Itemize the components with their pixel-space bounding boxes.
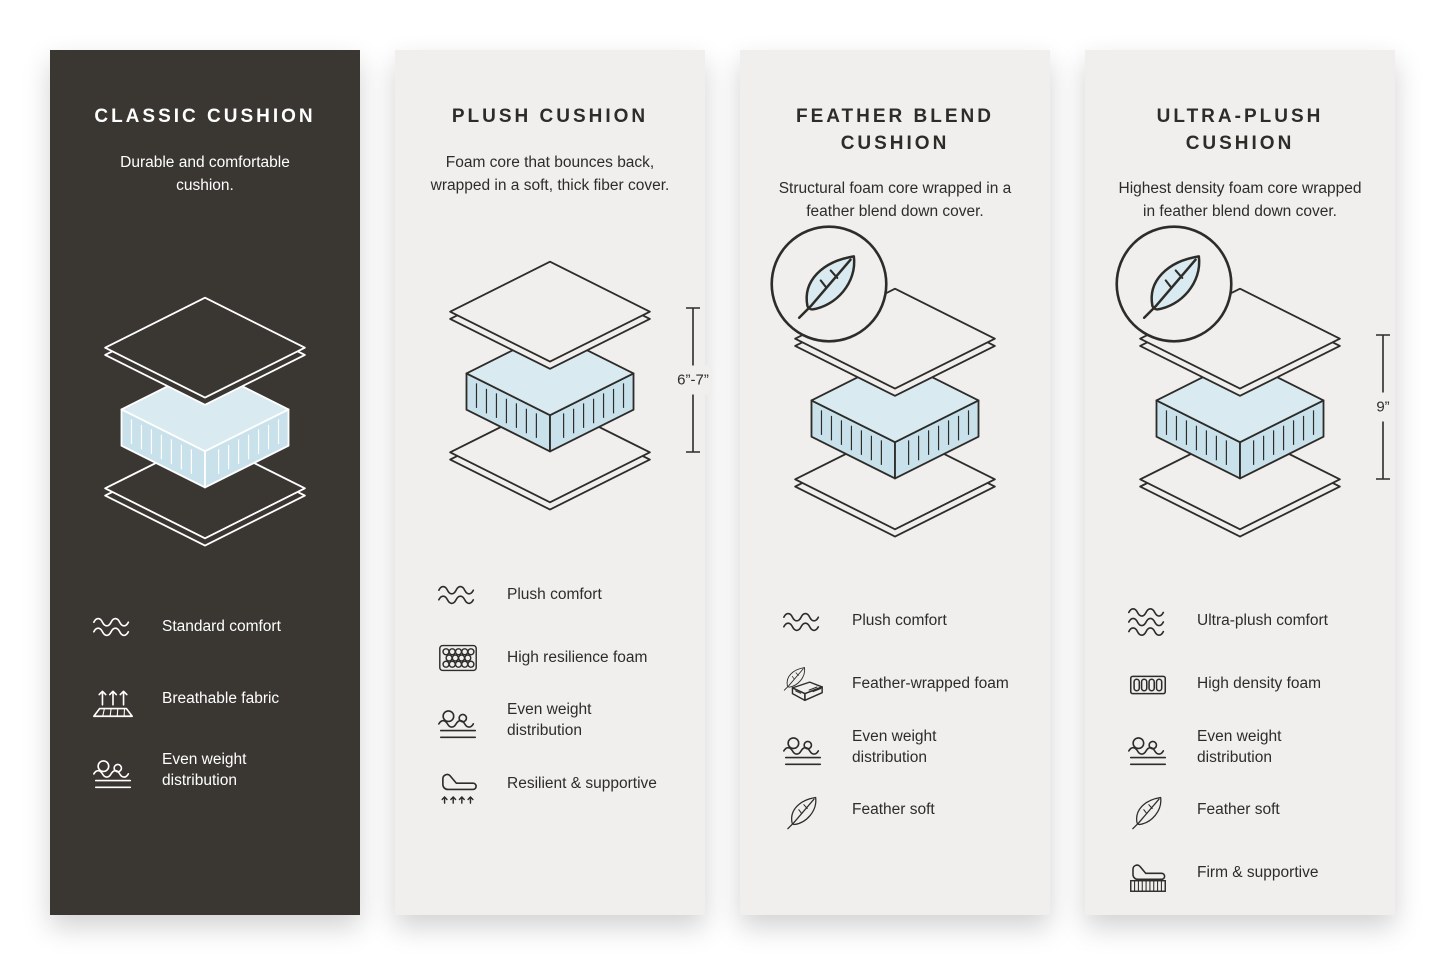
feature-label: High resilience foam	[507, 648, 648, 666]
cushion-layers-diagram: 6”-7”	[432, 255, 712, 521]
feature-label: High density foam	[1197, 675, 1322, 693]
panel-classic-cushion: CLASSIC CUSHION Durable and comfortable …	[50, 50, 360, 915]
breathable-icon	[88, 676, 138, 722]
panel-title: ULTRA-PLUSH CUSHION	[1156, 106, 1324, 154]
feature-label: Plush comfort	[852, 612, 947, 630]
feature-row: Resilient & supportive	[433, 760, 673, 808]
feature-row: Standard comfort	[88, 603, 328, 651]
feather-foam-icon	[778, 662, 828, 708]
panel-description: Structural foam core wrapped in a feathe…	[778, 180, 1012, 221]
feature-label: Even weight distribution	[852, 727, 937, 766]
panel-ultra-plush-cushion: ULTRA-PLUSH CUSHION Highest density foam…	[1085, 50, 1395, 915]
feature-row: Feather soft	[778, 787, 1018, 835]
cushion-layers-diagram	[87, 291, 323, 557]
feature-row: Even weight distribution	[1123, 724, 1363, 772]
cushion-layers-diagram	[777, 282, 1013, 548]
feature-label: Firm & supportive	[1197, 864, 1319, 882]
feature-list: Plush comfort High resilience foam Even …	[427, 571, 673, 823]
feature-row: Even weight distribution	[433, 697, 673, 745]
cushion-layers-icon	[87, 291, 323, 555]
feature-row: Plush comfort	[778, 598, 1018, 646]
feature-row: Ultra-plush comfort	[1123, 598, 1363, 646]
feature-row: Breathable fabric	[88, 675, 328, 723]
feature-label: Even weight distribution	[162, 751, 247, 790]
feather-badge-icon	[769, 224, 889, 344]
even-weight-icon	[1123, 725, 1173, 771]
dimension-label: 6”-7”	[674, 365, 712, 395]
feature-label: Breathable fabric	[162, 689, 280, 707]
feature-row: Feather-wrapped foam	[778, 661, 1018, 709]
feature-row: Even weight distribution	[88, 747, 328, 795]
feature-label: Even weight distribution	[507, 701, 592, 740]
feather-badge-icon	[1114, 224, 1234, 344]
resilience-foam-icon	[433, 635, 483, 681]
panel-title: PLUSH CUSHION	[451, 106, 649, 127]
dimension-marker: 6”-7”	[674, 307, 712, 453]
feature-row: Plush comfort	[433, 571, 673, 619]
panel-title: CLASSIC CUSHION	[94, 106, 316, 127]
waves-icon	[778, 599, 828, 645]
feature-label: Plush comfort	[507, 585, 602, 603]
feature-row: Even weight distribution	[778, 724, 1018, 772]
feature-list: Plush comfort Feather-wrapped foam Even …	[772, 598, 1018, 850]
feature-row: High resilience foam	[433, 634, 673, 682]
firm-supportive-icon	[1123, 851, 1173, 897]
panel-description: Highest density foam core wrapped in fea…	[1118, 180, 1362, 221]
feature-label: Even weight distribution	[1197, 727, 1282, 766]
feature-label: Ultra-plush comfort	[1197, 612, 1328, 630]
panel-description: Durable and comfortable cushion.	[120, 153, 290, 194]
waves-icon	[88, 604, 138, 650]
waves-icon	[1123, 599, 1173, 645]
feature-label: Feather-wrapped foam	[852, 675, 1009, 693]
feature-row: Firm & supportive	[1123, 850, 1363, 898]
panel-description: Foam core that bounces back, wrapped in …	[430, 153, 670, 194]
feature-label: Feather soft	[1197, 801, 1280, 819]
waves-icon	[433, 572, 483, 618]
feature-row: Feather soft	[1123, 787, 1363, 835]
even-weight-icon	[88, 748, 138, 794]
panel-title: FEATHER BLEND CUSHION	[795, 106, 995, 154]
resilient-supportive-icon	[433, 761, 483, 807]
feather-icon	[1123, 788, 1173, 834]
cushion-layers-icon	[432, 255, 668, 519]
cushion-layers-diagram: 9”	[1122, 282, 1393, 548]
feature-label: Standard comfort	[162, 617, 281, 635]
feature-label: Feather soft	[852, 801, 935, 819]
feature-row: High density foam	[1123, 661, 1363, 709]
dimension-marker: 9”	[1373, 333, 1393, 480]
feature-list: Ultra-plush comfort High density foam Ev…	[1117, 598, 1363, 913]
feather-icon	[778, 788, 828, 834]
feature-list: Standard comfort Breathable fabric Even …	[82, 603, 328, 819]
dimension-label: 9”	[1373, 392, 1393, 422]
panel-plush-cushion: PLUSH CUSHION Foam core that bounces bac…	[395, 50, 712, 915]
even-weight-icon	[778, 725, 828, 771]
feature-label: Resilient & supportive	[507, 774, 657, 792]
density-foam-icon	[1123, 662, 1173, 708]
even-weight-icon	[433, 698, 483, 744]
panel-feather-blend-cushion: FEATHER BLEND CUSHION Structural foam co…	[740, 50, 1050, 915]
